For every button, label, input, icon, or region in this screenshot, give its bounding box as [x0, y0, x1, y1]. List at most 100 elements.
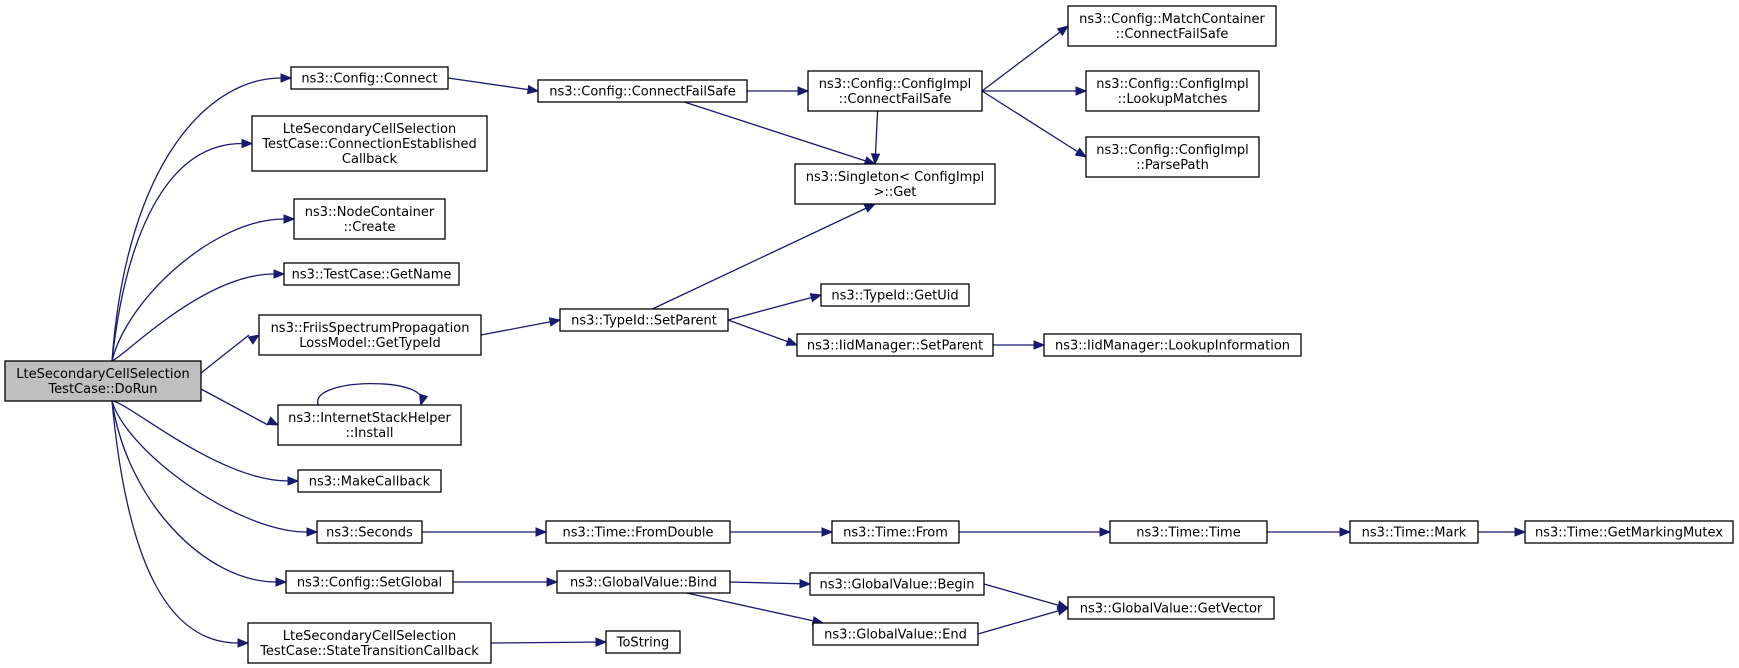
edge-friis-gettypeid-to-typeid-setparent-arrowhead [548, 317, 562, 327]
node-config-setglobal[interactable]: ns3::Config::SetGlobal [285, 570, 454, 594]
node-label-dorun: TestCase::DoRun [47, 382, 157, 397]
node-typeid-getuid[interactable]: ns3::TypeId::GetUid [820, 283, 970, 307]
node-time-from[interactable]: ns3::Time::From [831, 520, 960, 544]
node-nodecontainer-create[interactable]: ns3::NodeContainer::Create [293, 198, 446, 240]
node-label-nodecontainer-create: ::Create [344, 220, 396, 235]
node-label-singleton-get: >::Get [874, 185, 917, 200]
edge-configimpl-connectfailsafe-to-configimpl-parsepath [981, 90, 1087, 158]
node-box-globalvalue-getvector [1067, 596, 1275, 620]
node-label-globalvalue-end: ns3::GlobalValue::End [824, 628, 967, 643]
node-makecallback[interactable]: ns3::MakeCallback [297, 469, 442, 493]
edge-friis-gettypeid-to-typeid-setparent [480, 319, 561, 336]
edges [111, 25, 1525, 644]
node-typeid-setparent[interactable]: ns3::TypeId::SetParent [559, 308, 729, 332]
node-iidmanager-lookupinfo[interactable]: ns3::IidManager::LookupInformation [1043, 333, 1302, 357]
edge-dorun-to-seconds [111, 400, 308, 533]
edge-dorun-to-makecallback [111, 400, 289, 482]
node-label-time-from: ns3::Time::From [843, 526, 948, 541]
node-time-getmarkingmutex[interactable]: ns3::Time::GetMarkingMutex [1524, 520, 1734, 544]
node-time-mark[interactable]: ns3::Time::Mark [1349, 520, 1479, 544]
edge-time-time-to-time-mark-arrowhead [1339, 527, 1352, 537]
edge-dorun-to-testcase-getname-arrowhead [273, 269, 286, 279]
edge-typeid-setparent-to-typeid-getuid-arrowhead [809, 293, 823, 303]
node-state-transition[interactable]: LteSecondaryCellSelectionTestCase::State… [247, 622, 492, 664]
node-configimpl-lookupmatches[interactable]: ns3::Config::ConfigImpl::LookupMatches [1085, 70, 1260, 112]
node-label-dorun: LteSecondaryCellSelection [16, 367, 189, 382]
node-box-friis-gettypeid [258, 314, 482, 356]
edge-dorun-to-testcase-getname [111, 273, 275, 362]
edge-globalvalue-bind-to-globalvalue-end [686, 592, 824, 624]
node-label-makecallback: ns3::MakeCallback [309, 475, 431, 490]
node-configimpl-connectfailsafe[interactable]: ns3::Config::ConfigImpl::ConnectFailSafe [807, 70, 983, 112]
node-label-conn-established: TestCase::ConnectionEstablished [261, 137, 477, 152]
node-label-typeid-getuid: ns3::TypeId::GetUid [831, 289, 958, 304]
node-label-iidmanager-setparent: ns3::IidManager::SetParent [807, 339, 983, 354]
node-testcase-getname[interactable]: ns3::TestCase::GetName [283, 262, 460, 286]
edge-dorun-to-nodecontainer-create [111, 218, 285, 362]
edge-iidmanager-setparent-to-iidmanager-lookupinfo-arrowhead [1033, 340, 1046, 350]
edge-dorun-to-state-transition [111, 400, 239, 644]
node-box-time-from [831, 520, 960, 544]
node-config-connectfailsafe[interactable]: ns3::Config::ConnectFailSafe [537, 79, 748, 103]
node-config-connect[interactable]: ns3::Config::Connect [290, 66, 449, 90]
node-box-time-fromdouble [545, 520, 731, 544]
node-matchcontainer-connectfailsafe[interactable]: ns3::Config::MatchContainer::ConnectFail… [1067, 5, 1277, 47]
node-tostring[interactable]: ToString [605, 630, 681, 654]
edge-dorun-to-makecallback-arrowhead [287, 476, 300, 486]
edge-typeid-setparent-to-iidmanager-setparent [727, 319, 798, 346]
edge-configimpl-connectfailsafe-to-matchcontainer-connectfailsafe [981, 25, 1069, 92]
node-label-internetstack-install: ::Install [346, 426, 394, 441]
edge-typeid-setparent-to-singleton-get [652, 203, 876, 310]
node-time-time[interactable]: ns3::Time::Time [1109, 520, 1268, 544]
node-label-conn-established: Callback [342, 152, 398, 167]
node-box-nodecontainer-create [293, 198, 446, 240]
node-label-testcase-getname: ns3::TestCase::GetName [292, 268, 452, 283]
edge-time-from-to-time-time-arrowhead [1099, 527, 1112, 537]
node-box-matchcontainer-connectfailsafe [1067, 5, 1277, 47]
edge-time-fromdouble-to-time-from-arrowhead [821, 527, 834, 537]
node-iidmanager-setparent[interactable]: ns3::IidManager::SetParent [796, 333, 994, 357]
edge-dorun-to-seconds-arrowhead [306, 527, 319, 537]
node-globalvalue-getvector[interactable]: ns3::GlobalValue::GetVector [1067, 596, 1275, 620]
node-seconds[interactable]: ns3::Seconds [316, 520, 423, 544]
node-label-globalvalue-begin: ns3::GlobalValue::Begin [820, 578, 975, 593]
node-label-conn-established: LteSecondaryCellSelection [283, 122, 456, 137]
edge-configimpl-connectfailsafe-to-configimpl-lookupmatches-arrowhead [1075, 86, 1088, 96]
edge-dorun-to-internetstack-install-arrowhead [266, 416, 280, 426]
node-label-singleton-get: ns3::Singleton< ConfigImpl [806, 170, 984, 185]
edge-time-mark-to-time-getmarkingmutex-arrowhead [1514, 527, 1527, 537]
node-box-config-connect [290, 66, 449, 90]
edge-dorun-to-friis-gettypeid-arrowhead [247, 334, 261, 345]
node-label-config-setglobal: ns3::Config::SetGlobal [297, 576, 442, 591]
node-box-time-getmarkingmutex [1524, 520, 1734, 544]
node-box-configimpl-connectfailsafe [807, 70, 983, 112]
node-box-config-connectfailsafe [537, 79, 748, 103]
node-internetstack-install[interactable]: ns3::InternetStackHelper::Install [277, 404, 462, 446]
node-configimpl-parsepath[interactable]: ns3::Config::ConfigImpl::ParsePath [1085, 136, 1260, 178]
node-globalvalue-end[interactable]: ns3::GlobalValue::End [812, 622, 979, 646]
edge-dorun-to-config-connect-arrowhead [280, 73, 293, 83]
node-box-state-transition [247, 622, 492, 664]
edge-seconds-to-time-fromdouble-arrowhead [535, 527, 548, 537]
node-globalvalue-bind[interactable]: ns3::GlobalValue::Bind [556, 570, 731, 594]
node-label-configimpl-lookupmatches: ns3::Config::ConfigImpl [1096, 77, 1249, 92]
node-label-config-connectfailsafe: ns3::Config::ConnectFailSafe [549, 85, 736, 100]
edge-dorun-to-config-connect [111, 77, 282, 362]
edge-config-connectfailsafe-to-singleton-get [684, 101, 876, 165]
node-label-time-getmarkingmutex: ns3::Time::GetMarkingMutex [1535, 526, 1723, 541]
node-label-nodecontainer-create: ns3::NodeContainer [305, 205, 435, 220]
node-box-globalvalue-bind [556, 570, 731, 594]
node-singleton-get[interactable]: ns3::Singleton< ConfigImpl>::Get [794, 163, 996, 205]
node-conn-established[interactable]: LteSecondaryCellSelectionTestCase::Conne… [251, 115, 488, 172]
edge-globalvalue-begin-to-globalvalue-getvector [983, 583, 1069, 609]
node-box-configimpl-lookupmatches [1085, 70, 1260, 112]
edge-config-connectfailsafe-to-configimpl-connectfailsafe-arrowhead [797, 86, 810, 96]
node-time-fromdouble[interactable]: ns3::Time::FromDouble [545, 520, 731, 544]
node-label-configimpl-lookupmatches: ::LookupMatches [1118, 92, 1228, 107]
node-globalvalue-begin[interactable]: ns3::GlobalValue::Begin [809, 572, 985, 596]
node-friis-gettypeid[interactable]: ns3::FriisSpectrumPropagationLossModel::… [258, 314, 482, 356]
edge-globalvalue-end-to-globalvalue-getvector [977, 607, 1069, 635]
edge-typeid-setparent-to-typeid-getuid [727, 294, 822, 321]
node-box-globalvalue-end [812, 622, 979, 646]
